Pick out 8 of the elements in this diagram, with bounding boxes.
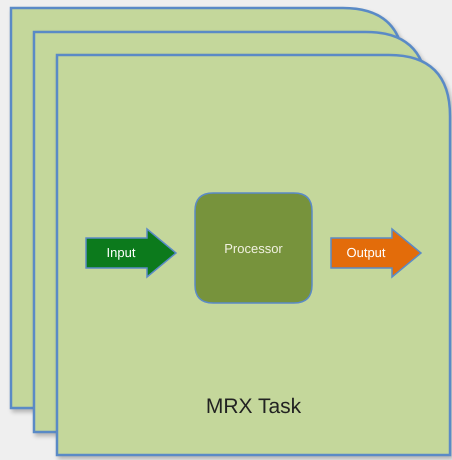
arrow-label: Output: [345, 245, 387, 260]
box-label: Processor: [223, 241, 284, 256]
input-arrow: [85, 228, 177, 278]
output-arrow: [330, 228, 422, 278]
stacked-cards: [10, 7, 451, 456]
processor-box: [194, 192, 313, 304]
arrow-label: Input: [106, 245, 136, 260]
task-title: MRX Task: [204, 395, 302, 419]
